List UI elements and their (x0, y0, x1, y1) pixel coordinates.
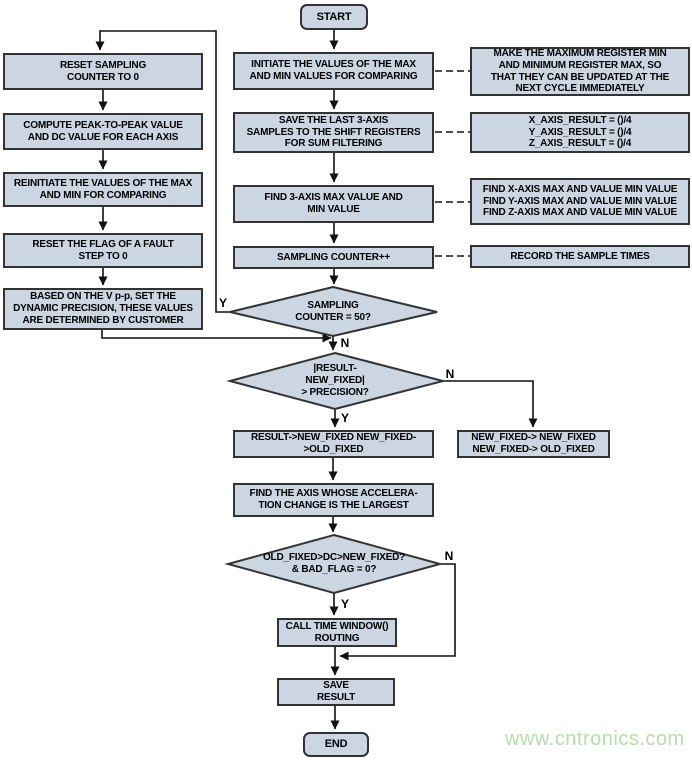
node-result-to-new-fixed: RESULT->NEW_FIXED NEW_FIXED- >OLD_FIXED (233, 430, 434, 458)
branch-label-d1-no: N (341, 336, 350, 350)
note-find-axis-max-min: FIND X-AXIS MAX AND VALUE MIN VALUE FIND… (470, 178, 690, 225)
node-dynamic-precision: BASED ON THE V p-p, SET THE DYNAMIC PREC… (3, 288, 203, 330)
decision-result-precision-label: |RESULT- NEW_FIXED| > PRECISION? (301, 363, 369, 398)
node-save-result: SAVE RESULT (277, 678, 395, 706)
dashed-connectors (435, 70, 470, 257)
branch-label-d2-no: N (446, 367, 455, 381)
decision-sampling-counter-shape (229, 285, 438, 338)
branch-label-d1-yes: Y (219, 296, 227, 310)
watermark: www.cntronics.com (505, 728, 685, 750)
note-make-max-register-min: MAKE THE MAXIMUM REGISTER MIN AND MINIMU… (470, 47, 690, 96)
branch-label-d3-yes: Y (341, 597, 349, 611)
node-reinitiate-max-min: REINITIATE THE VALUES OF THE MAX AND MIN… (3, 172, 203, 207)
flow-arrows (95, 30, 538, 730)
start-node: START (300, 4, 368, 30)
note-record-sample-times: RECORD THE SAMPLE TIMES (470, 245, 690, 268)
node-new-fixed-assignments: NEW_FIXED-> NEW_FIXED NEW_FIXED-> OLD_FI… (457, 430, 610, 458)
node-call-time-window: CALL TIME WINDOW() ROUTING (277, 618, 397, 647)
note-axis-result-formulas: X_AXIS_RESULT = ()/4 Y_AXIS_RESULT = ()/… (470, 112, 690, 153)
node-save-3axis-samples: SAVE THE LAST 3-AXIS SAMPLES TO THE SHIF… (233, 112, 434, 153)
decision-sampling-counter-label: SAMPLING COUNTER = 50? (295, 299, 371, 323)
node-sampling-counter-increment: SAMPLING COUNTER++ (233, 246, 434, 269)
end-node: END (303, 732, 369, 757)
decision-fixed-badflag-shape (224, 533, 444, 595)
node-compute-peak-to-peak: COMPUTE PEAK-TO-PEAK VALUE AND DC VALUE … (3, 113, 203, 150)
node-reset-fault-flag: RESET THE FLAG OF A FAULT STEP TO 0 (3, 233, 203, 268)
node-find-largest-acceleration-axis: FIND THE AXIS WHOSE ACCELERA- TION CHANG… (233, 483, 434, 517)
branch-label-d3-no: N (445, 549, 454, 563)
node-reset-sampling-counter: RESET SAMPLING COUNTER TO 0 (3, 53, 203, 90)
branch-label-d2-yes: Y (341, 411, 349, 425)
node-initiate-max-min: INITIATE THE VALUES OF THE MAX AND MIN V… (233, 52, 434, 90)
decision-result-precision-shape (226, 351, 447, 411)
node-find-3axis-max-min: FIND 3-AXIS MAX VALUE AND MIN VALUE (233, 185, 434, 223)
decision-fixed-badflag-label: OLD_FIXED>DC>NEW_FIXED? & BAD_FLAG = 0? (262, 552, 406, 575)
